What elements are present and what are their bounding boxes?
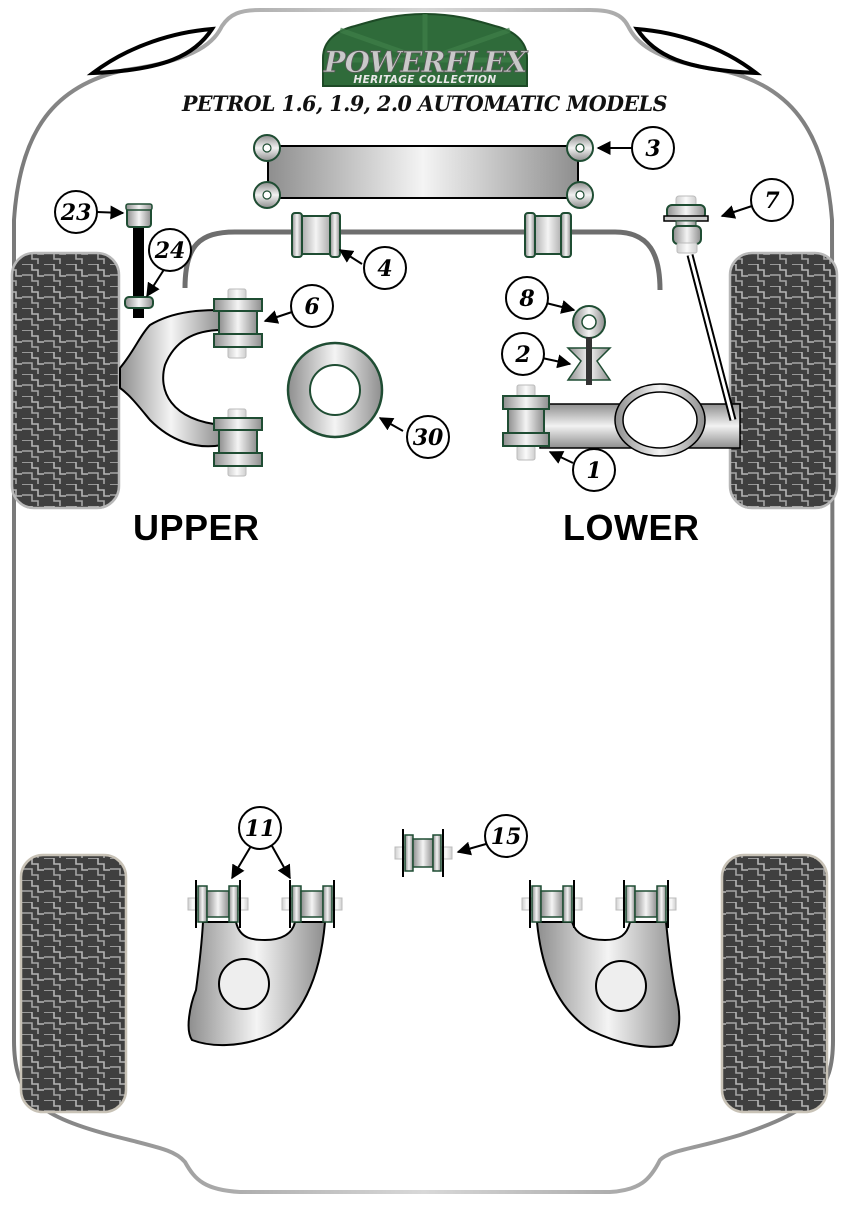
- left-headlight: [86, 26, 216, 76]
- callout-number: 1: [586, 458, 601, 484]
- callout-24: 24: [148, 228, 192, 272]
- tyre-rear-right: [720, 853, 829, 1114]
- callout-7: 7: [750, 178, 794, 222]
- callout-number: 24: [154, 238, 186, 264]
- rear-bush: [521, 880, 583, 928]
- rear-arm-bushes: [187, 880, 677, 928]
- rear-bush: [281, 880, 343, 928]
- callout-number: 30: [413, 425, 444, 451]
- logo-subtitle: HERITAGE COLLECTION: [353, 74, 496, 86]
- tyre-front-right: [728, 251, 839, 510]
- subframe-mount-plate: [253, 134, 594, 209]
- callout-circle: [363, 246, 407, 290]
- ring-washer: [286, 341, 384, 439]
- right-headlight: [633, 26, 763, 76]
- tyre-rear-left: [19, 853, 128, 1114]
- logo-brand: POWERFLEX: [323, 45, 529, 79]
- callout-number: 2: [514, 342, 530, 368]
- car-body-outline: [12, 8, 836, 1194]
- callout-circle: [54, 190, 98, 234]
- section-label-upper: UPPER: [133, 507, 260, 548]
- tyre-front-left: [10, 251, 121, 510]
- anti-roll-bar-bush-left: [291, 212, 341, 258]
- callout-11: 11: [238, 806, 282, 850]
- eye-bolt-assembly: [566, 305, 612, 385]
- callout-circle: [750, 178, 794, 222]
- callout-circle: [406, 415, 450, 459]
- callout-circle: [290, 284, 334, 328]
- lower-control-arm: [502, 383, 741, 461]
- rear-arm-right: [535, 921, 681, 1048]
- callout-number: 4: [377, 256, 392, 282]
- anti-roll-bar-bush-right: [524, 212, 572, 258]
- callout-number: 7: [764, 188, 780, 214]
- callout-circle: [501, 332, 545, 376]
- shock-rod-assembly: [124, 203, 154, 318]
- upper-wishbone: [119, 288, 263, 477]
- callout-4: 4: [363, 246, 407, 290]
- callout-number: 23: [60, 200, 92, 226]
- callout-6: 6: [290, 284, 334, 328]
- small-bush: [394, 829, 453, 877]
- rear-bush: [187, 880, 249, 928]
- powerflex-logo: POWERFLEX HERITAGE COLLECTION: [322, 12, 530, 87]
- rear-arm-left: [187, 921, 327, 1047]
- section-label-lower: LOWER: [563, 507, 700, 548]
- callout-number: 15: [491, 824, 522, 850]
- callout-23: 23: [54, 190, 98, 234]
- callout-8: 8: [505, 276, 549, 320]
- callout-circle: [484, 814, 528, 858]
- callout-number: 3: [645, 136, 660, 162]
- anti-roll-bar: [182, 229, 663, 291]
- callout-circle: [148, 228, 192, 272]
- callout-number: 11: [245, 816, 276, 842]
- callout-arrows: [96, 141, 753, 880]
- callout-15: 15: [484, 814, 528, 858]
- callout-circle: [572, 448, 616, 492]
- callout-number: 6: [304, 294, 319, 320]
- callout-3: 3: [631, 126, 675, 170]
- tie-bar-assembly: [663, 195, 737, 421]
- callout-number: 8: [518, 286, 534, 312]
- callout-30: 30: [406, 415, 450, 459]
- callout-circle: [505, 276, 549, 320]
- callout-circle: [238, 806, 282, 850]
- rear-bush: [615, 880, 677, 928]
- callout-1: 1: [572, 448, 616, 492]
- callout-circle: [631, 126, 675, 170]
- page-title: PETROL 1.6, 1.9, 2.0 AUTOMATIC MODELS: [181, 91, 668, 116]
- callout-2: 2: [501, 332, 545, 376]
